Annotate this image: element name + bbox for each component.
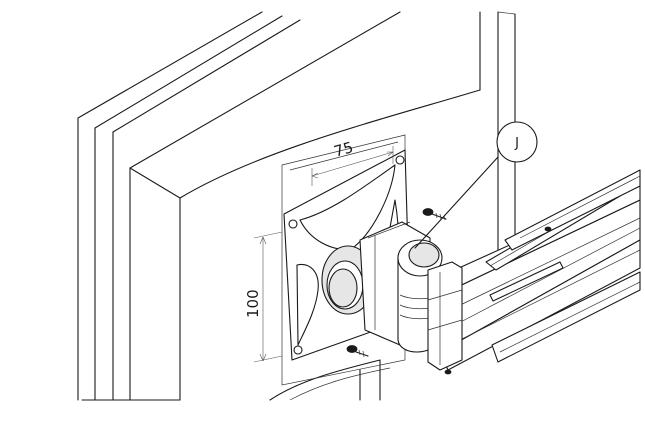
callout-label: J xyxy=(514,136,519,151)
plate-hole-icon xyxy=(288,219,298,229)
dimension-width-label: 75 xyxy=(332,138,355,161)
callout-circle xyxy=(496,121,538,163)
plate-hole-icon xyxy=(395,155,405,165)
dimension-height: 100 xyxy=(244,231,283,363)
plate-hole-icon xyxy=(293,345,303,355)
screw-icon xyxy=(346,345,369,358)
dimension-width: 75 xyxy=(311,138,394,186)
callout-j: J xyxy=(414,121,538,249)
dimension-height-label: 100 xyxy=(244,289,262,318)
arm-rail xyxy=(427,169,641,375)
vesa-recess-outline xyxy=(281,134,406,386)
